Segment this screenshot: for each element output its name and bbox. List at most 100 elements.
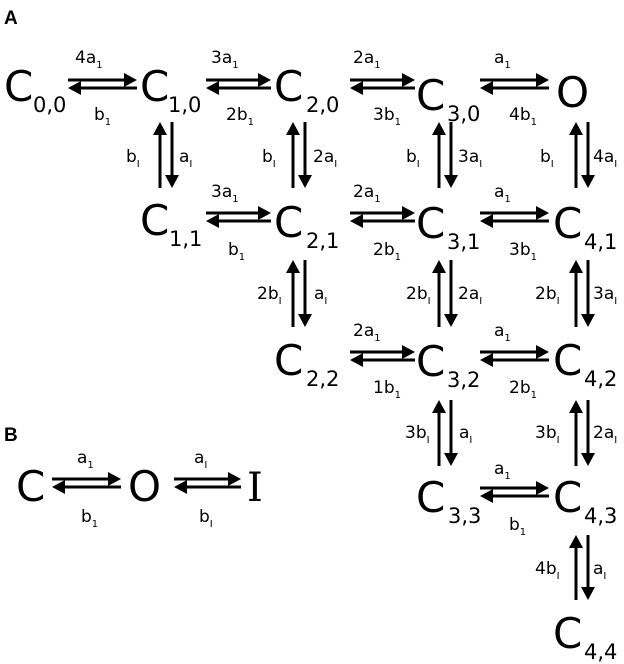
arrow (480, 353, 549, 367)
rate-subscript: 1 (374, 333, 380, 344)
rate-subscript: I (479, 159, 482, 170)
arrow (206, 206, 271, 220)
arrow (174, 480, 241, 494)
rate-coefficient: 3a (211, 182, 232, 202)
arrow (432, 122, 446, 188)
rate-label-r41: a1 (77, 448, 94, 471)
rate-coefficient: a (494, 182, 504, 202)
state-symbol: C (274, 62, 303, 111)
rate-subscript: 1 (504, 471, 510, 482)
arrow (350, 73, 415, 87)
state-subscript: 3,1 (447, 230, 480, 254)
arrow (68, 73, 137, 87)
rate-coefficient: 1b (373, 378, 395, 398)
rate-label-r28: 3aI (593, 284, 617, 307)
state-subscript: 0,0 (33, 93, 66, 117)
state-subscript: 4,1 (584, 230, 617, 254)
arrow (444, 260, 458, 327)
rate-coefficient: b (509, 515, 520, 535)
rate-subscript: 1 (232, 60, 238, 71)
arrow (298, 260, 312, 327)
rate-subscript: I (551, 159, 554, 170)
arrow (350, 81, 415, 95)
rate-coefficient: 4b (535, 559, 557, 579)
rate-label-r12: 2aI (313, 147, 337, 170)
arrow (480, 489, 549, 503)
rate-subscript: 1 (87, 460, 93, 471)
rate-coefficient: b (126, 147, 137, 167)
rate-label-r22: 3b1 (509, 240, 537, 263)
state-symbol: C (416, 337, 445, 386)
rate-subscript: I (614, 159, 617, 170)
rate-label-r6: 3b1 (373, 105, 401, 128)
rate-label-r17: 3a1 (211, 182, 239, 205)
arrow (581, 260, 595, 327)
rate-coefficient: 4b (509, 105, 531, 125)
rate-coefficient: b (94, 105, 105, 125)
arrow (569, 535, 583, 600)
arrow (350, 206, 415, 220)
arrow (432, 400, 446, 466)
rate-subscript: 1 (105, 117, 111, 128)
arrow (298, 122, 312, 188)
rate-label-r43: aI (194, 448, 207, 471)
panel-label-b: B (4, 425, 18, 446)
state-o: O (556, 68, 589, 117)
arrow (480, 73, 549, 87)
rate-coefficient: a (314, 284, 324, 304)
rate-subscript: I (273, 159, 276, 170)
rate-coefficient: b (262, 147, 273, 167)
arrow (444, 122, 458, 188)
state-symbol: C (16, 462, 45, 511)
rate-label-r39: 4bI (535, 559, 560, 582)
rate-coefficient: 3b (373, 105, 395, 125)
rate-coefficient: 2a (353, 182, 374, 202)
rate-label-r2: b1 (94, 105, 111, 128)
arrow (52, 472, 121, 486)
state-symbol: I (247, 465, 263, 511)
rate-label-r38: b1 (509, 515, 526, 538)
arrow (286, 260, 300, 327)
state-symbol: C (553, 199, 582, 248)
arrow (350, 353, 415, 367)
rate-subscript: I (210, 519, 213, 530)
rate-coefficient: a (494, 48, 504, 68)
state-symbol: C (274, 198, 303, 247)
rate-coefficient: 4a (75, 48, 96, 68)
rate-coefficient: 3b (405, 423, 427, 443)
rate-subscript: 1 (92, 519, 98, 530)
state-subscript: 1,0 (168, 93, 201, 117)
arrow (444, 400, 458, 466)
rate-subscript: 1 (96, 60, 102, 71)
rate-coefficient: a (593, 559, 603, 579)
rate-subscript: I (428, 296, 431, 307)
rate-label-r4: 2b1 (226, 105, 254, 128)
rate-subscript: 1 (248, 117, 254, 128)
arrow (581, 122, 595, 188)
rate-label-r44: bI (199, 507, 213, 530)
rate-label-r29: 2a1 (353, 321, 381, 344)
state-subscript: 2,1 (306, 229, 339, 253)
rate-label-r14: 3aI (458, 147, 482, 170)
arrow (52, 480, 121, 494)
state-symbol: C (553, 609, 582, 658)
arrow (480, 81, 549, 95)
arrow (165, 122, 179, 188)
state-subscript: 4,3 (584, 504, 617, 528)
rate-coefficient: 3a (593, 284, 614, 304)
rate-label-r40: aI (593, 559, 606, 582)
rate-label-r24: aI (314, 284, 327, 307)
rate-label-r7: a1 (494, 48, 511, 71)
state-symbol: O (128, 462, 161, 511)
rate-subscript: 1 (395, 390, 401, 401)
state-bo: O (128, 462, 161, 511)
rate-coefficient: 2b (509, 378, 531, 398)
rate-subscript: I (189, 159, 192, 170)
rate-label-r10: aI (179, 147, 192, 170)
arrow (432, 260, 446, 327)
